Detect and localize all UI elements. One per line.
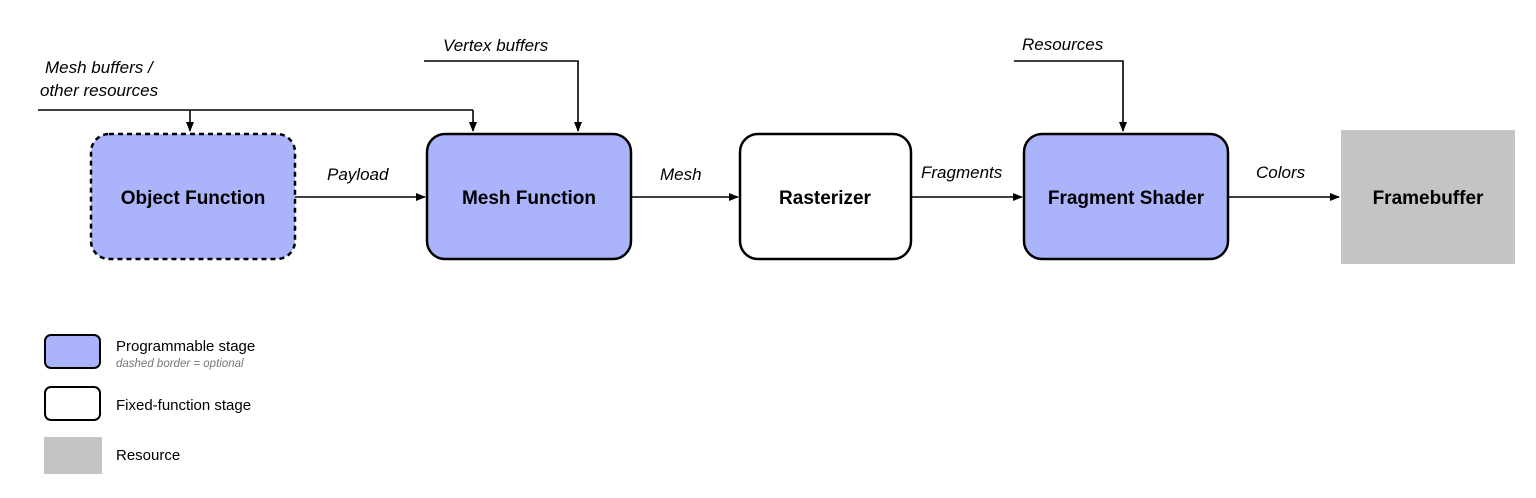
- fragment-shader-label: Fragment Shader: [1048, 188, 1205, 209]
- framebuffer-label: Framebuffer: [1373, 188, 1484, 209]
- input-lines: [38, 60, 1127, 132]
- mesh-label: Mesh: [660, 165, 702, 184]
- legend-resource-swatch: [44, 437, 102, 474]
- legend-programmable-swatch: [44, 334, 101, 369]
- resources-line: [1014, 60, 1127, 132]
- rasterizer-node: Rasterizer: [738, 132, 913, 261]
- legend-fixed-swatch: [44, 386, 101, 421]
- mesh-function-node: Mesh Function: [425, 132, 633, 261]
- framebuffer-node: Framebuffer: [1341, 130, 1515, 264]
- object-function-label: Object Function: [121, 188, 266, 209]
- legend-programmable-note: dashed border = optional: [116, 358, 244, 370]
- mesh-buffers-label: Mesh buffers /: [45, 58, 155, 77]
- mesh-function-label: Mesh Function: [462, 188, 596, 209]
- vertex-buffers-label: Vertex buffers: [443, 36, 549, 55]
- resources-label: Resources: [1022, 35, 1104, 54]
- legend-resource-label: Resource: [116, 447, 180, 464]
- legend: Programmable stage dashed border = optio…: [44, 334, 255, 474]
- colors-label: Colors: [1256, 163, 1306, 182]
- fragment-shader-node: Fragment Shader: [1022, 132, 1230, 261]
- rasterizer-label: Rasterizer: [779, 188, 871, 209]
- object-function-node: Object Function: [89, 132, 297, 261]
- legend-fixed-label: Fixed-function stage: [116, 397, 251, 414]
- payload-label: Payload: [327, 165, 389, 184]
- legend-programmable-label: Programmable stage: [116, 338, 255, 355]
- fragments-label: Fragments: [921, 163, 1003, 182]
- other-resources-label: other resources: [40, 81, 159, 100]
- vertex-buffers-line: [424, 60, 582, 132]
